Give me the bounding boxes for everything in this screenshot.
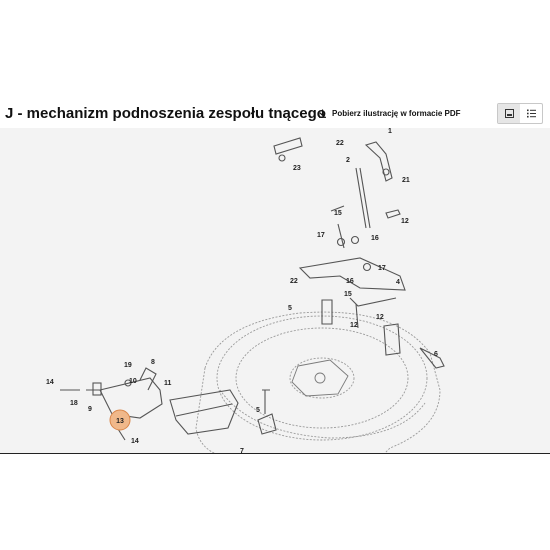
part-label[interactable]: 14 xyxy=(131,438,139,445)
part-label[interactable]: 17 xyxy=(378,265,386,272)
view-toggle xyxy=(497,103,543,124)
list-view-icon[interactable] xyxy=(520,104,542,123)
part-label[interactable]: 4 xyxy=(396,279,400,286)
part-label[interactable]: 21 xyxy=(402,177,410,184)
part-label[interactable]: 19 xyxy=(124,362,132,369)
part-label[interactable]: 23 xyxy=(293,165,301,172)
grid-view-icon[interactable] xyxy=(498,104,520,123)
part-label[interactable]: 15 xyxy=(334,210,342,217)
divider xyxy=(0,453,550,454)
part-label[interactable]: 12 xyxy=(401,218,409,225)
page-title: J - mechanizm podnoszenia zespołu tnąceg… xyxy=(5,105,326,122)
download-pdf-link[interactable]: Pobierz ilustrację w formacie PDF xyxy=(318,109,460,118)
exploded-view-drawing: 1 22 2 21 23 15 12 17 16 22 17 4 16 15 5… xyxy=(46,128,445,453)
part-label[interactable]: 5 xyxy=(256,407,260,414)
part-label[interactable]: 11 xyxy=(164,380,172,387)
part-label[interactable]: 2 xyxy=(346,157,350,164)
page-header: J - mechanizm podnoszenia zespołu tnąceg… xyxy=(0,100,550,128)
blade-hub xyxy=(291,359,349,397)
part-label[interactable]: 8 xyxy=(151,359,155,366)
part-label[interactable]: 12 xyxy=(376,314,384,321)
download-pdf-label: Pobierz ilustrację w formacie PDF xyxy=(332,109,461,118)
download-icon xyxy=(319,109,326,118)
lift-lever-assembly xyxy=(273,137,445,369)
front-lift-linkage xyxy=(60,367,277,441)
highlighted-part-13[interactable]: 13 xyxy=(109,409,131,431)
part-label[interactable]: 18 xyxy=(70,400,78,407)
part-label[interactable]: 22 xyxy=(336,140,344,147)
part-label[interactable]: 9 xyxy=(88,406,92,413)
part-labels: 1 22 2 21 23 15 12 17 16 22 17 4 16 15 5… xyxy=(46,128,438,453)
part-label[interactable]: 10 xyxy=(129,378,137,385)
part-label[interactable]: 14 xyxy=(46,379,54,386)
part-label[interactable]: 7 xyxy=(240,448,244,453)
part-label[interactable]: 22 xyxy=(290,278,298,285)
parts-diagram: 1 22 2 21 23 15 12 17 16 22 17 4 16 15 5… xyxy=(0,128,550,453)
highlighted-part-label: 13 xyxy=(116,418,124,425)
part-label[interactable]: 16 xyxy=(371,235,379,242)
part-label[interactable]: 1 xyxy=(388,128,392,135)
part-label[interactable]: 15 xyxy=(344,291,352,298)
part-label[interactable]: 12 xyxy=(350,322,358,329)
part-label[interactable]: 5 xyxy=(288,305,292,312)
part-label[interactable]: 6 xyxy=(434,351,438,358)
part-label[interactable]: 16 xyxy=(346,278,354,285)
part-label[interactable]: 17 xyxy=(317,232,325,239)
